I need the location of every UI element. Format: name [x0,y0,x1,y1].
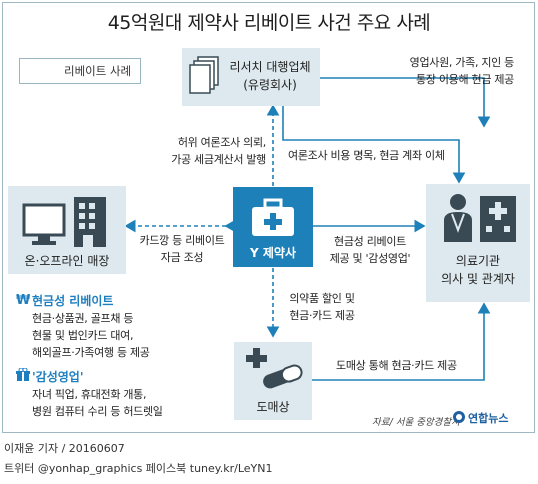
edge-pharma-wholesaler-line2: 현금·카드 제공 [289,309,355,322]
edge-wholesaler-medical-text: 도매상 통해 현금·카드 제공 [336,359,457,372]
doctor-hospital-icon [444,194,516,242]
medical-line1: 의료기관 [455,254,501,268]
medical-bag-icon [252,198,294,236]
social-credit: 트위터 @yonhap_graphics 페이스북 tuney.kr/LeYN1 [4,462,273,475]
edge-agency-medical-line1: 영업사원, 가족, 지인 등 [409,56,515,69]
edge-agency-medical-text: 영업사원, 가족, 지인 등 통장 이용해 현금 제공 [354,54,515,88]
yonhap-logo-icon [453,411,465,423]
byline: 이재윤 기자 / 20160607 [4,442,125,455]
edge-agency-medical-line2: 통장 이용해 현금 제공 [416,73,514,86]
edge-pharma-wholesaler-text: 의약품 할인 및 현금·카드 제공 [277,290,367,324]
medical-line2: 의사 및 관계자 [441,272,515,286]
documents-icon [189,56,219,94]
edge-pharma-stores-text: 카드깡 등 리베이트 자금 조성 [134,232,230,266]
cash-line: 현금·상품권, 골프채 등 [32,312,134,325]
gift-icon [16,368,30,381]
pharma-label: Y 제약사 [250,246,296,260]
edge-pharma-medical-line2: 제공 및 '감성영업' [329,252,411,265]
stores-label: 온·오프라인 매장 [24,254,110,268]
yonhap-logo-text: 연합뉴스 [468,412,509,425]
edge-pharma-stores-line2: 자금 조성 [160,251,204,264]
arrow-wholesaler-to-medical [312,302,491,381]
edge-agency-transfer-text: 여론조사 비용 명목, 현금 계좌 이체 [288,149,445,162]
arrow-agency-to-medical [320,77,491,128]
medical-label: 의료기관 의사 및 관계자 [426,252,530,288]
edge-pharma-wholesaler-line1: 의약품 할인 및 [289,292,355,305]
edge-pharma-stores-line1: 카드깡 등 리베이트 [139,234,225,247]
research-agency-label: 리서치 대행업체 (유령회사) [222,58,318,94]
cash-line: 현물 및 법인카드 대여, [32,329,134,342]
edge-pharma-medical-line1: 현금성 리베이트 [334,235,406,248]
research-agency-line2: (유령회사) [243,78,297,92]
edge-pharma-agency-line1: 허위 여론조사 의뢰, [177,136,266,149]
cash-line: 해외골프·가족여행 등 제공 [32,346,150,359]
infographic-title: 45억원대 제약사 리베이트 사건 주요 사례 [107,12,431,34]
research-agency-line1: 리서치 대행업체 [229,60,311,74]
edge-pharma-medical-text: 현금성 리베이트 제공 및 '감성영업' [318,233,422,267]
edge-pharma-agency-text: 허위 여론조사 의뢰, 가공 세금계산서 발행 [136,134,266,168]
source-text: 자료/ 서울 중앙경찰서 [372,417,460,428]
store-building-icon [22,197,106,247]
legend-label: 리베이트 사례 [64,64,132,78]
emotional-section-list: 자녀 픽업, 휴대전화 개통, 병원 컴퓨터 수리 등 허드렛일 [32,386,232,420]
arrow-agency-transfer [282,106,466,184]
emotional-section-title: '감성영업' [32,370,84,384]
emotional-line: 병원 컴퓨터 수리 등 허드렛일 [32,405,163,418]
edge-pharma-agency-line2: 가공 세금계산서 발행 [171,153,266,166]
won-icon: ₩ [16,293,30,306]
cash-section-list: 현금·상품권, 골프채 등 현물 및 법인카드 대여, 해외골프·가족여행 등 … [32,310,232,361]
wholesaler-label: 도매상 [256,400,290,414]
pills-icon [246,348,303,389]
svg-text:₩: ₩ [16,293,30,306]
legend [19,58,141,84]
emotional-line: 자녀 픽업, 휴대전화 개통, [32,388,147,401]
cash-section-title: 현금성 리베이트 [32,294,114,308]
